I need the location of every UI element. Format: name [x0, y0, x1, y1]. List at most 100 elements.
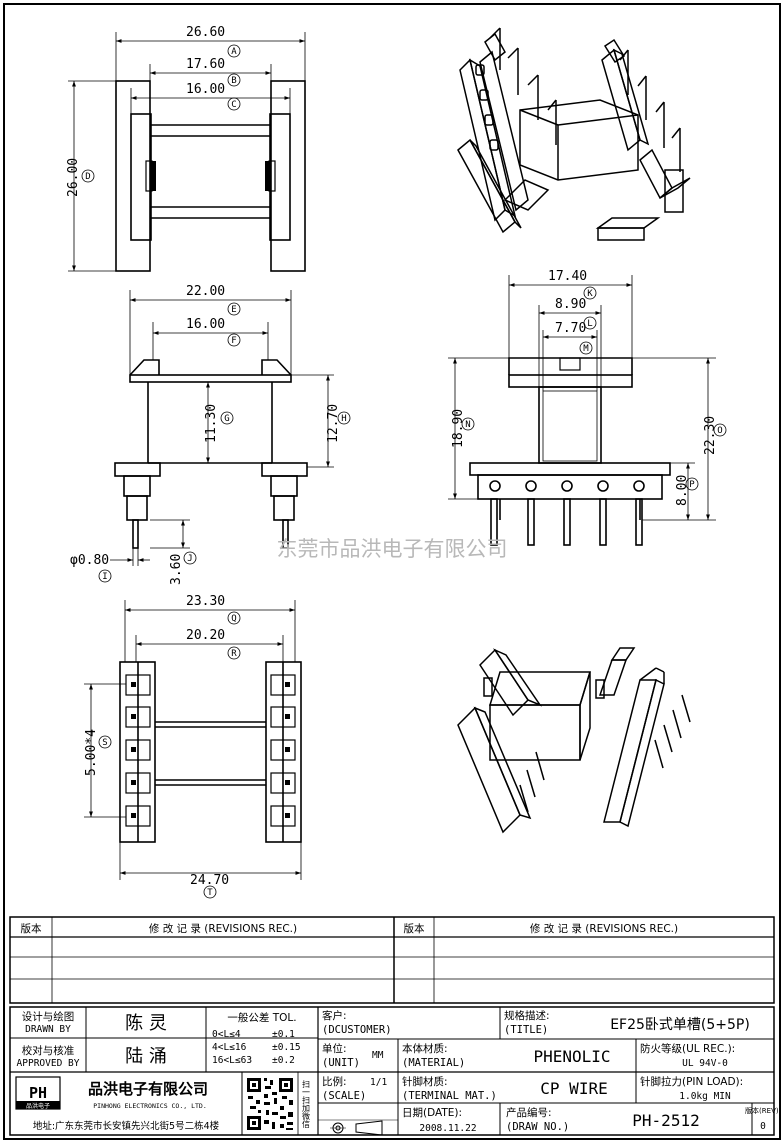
iso-view-top: [457, 27, 691, 241]
approver-label-en: APPROVED BY: [17, 1058, 80, 1069]
letter-r: R: [227, 646, 241, 660]
dim-g: 11.30: [204, 404, 219, 443]
dim-s: 5.00*4: [84, 729, 99, 776]
rev-label: 版本(REV):: [745, 1106, 781, 1115]
letter-t: T: [203, 885, 217, 899]
pinload-label: 针脚拉力(PIN LOAD):: [640, 1075, 743, 1088]
drawno-label-cn: 产品编号:: [506, 1106, 552, 1119]
svg-text:M: M: [583, 344, 589, 354]
top-view-dims: [68, 32, 306, 272]
svg-text:N: N: [465, 420, 470, 430]
unit-label-cn: 单位:: [322, 1042, 347, 1055]
rev-col-version-left: 版本: [21, 922, 42, 935]
dim-k: 17.40: [548, 269, 587, 284]
qr-code: [245, 1076, 295, 1132]
dim-a: 26.60: [186, 25, 225, 40]
spec-value: EF25卧式单槽(5+5P): [610, 1017, 750, 1033]
svg-text:P: P: [689, 480, 695, 490]
scale-value: 1/1: [370, 1077, 387, 1088]
projection-symbol-icon: [330, 1120, 383, 1136]
title-block: 设计与绘图 DRAWN BY 陈 灵 校对与核准 APPROVED BY 陆 涌…: [9, 1006, 781, 1136]
letter-k: K: [583, 286, 597, 300]
dimension-labels: 26.60 17.60 16.00 26.00 22.00 16.00 11.3…: [66, 25, 718, 888]
dim-c: 16.00: [186, 82, 225, 97]
material-label-en: (MATERIAL): [402, 1057, 465, 1069]
terminal-label-cn: 针脚材质:: [402, 1075, 448, 1088]
unit-label-en: (UNIT): [322, 1057, 360, 1069]
company-name-en: PINHONG ELECTRONICS CO., LTD.: [93, 1102, 207, 1110]
terminal-value: CP WIRE: [540, 1079, 607, 1098]
material-value: PHENOLIC: [533, 1047, 610, 1066]
letter-m: M: [579, 341, 593, 355]
svg-text:C: C: [231, 100, 236, 110]
letter-d: D: [81, 169, 95, 183]
letter-l: L: [583, 316, 597, 330]
company-address: 地址:广东东莞市长安镇先兴北街5号二栋4楼: [33, 1120, 220, 1132]
letter-b: B: [227, 73, 241, 87]
dim-t: 24.70: [190, 873, 229, 888]
svg-text:B: B: [231, 76, 236, 86]
rev-col-record-left: 修 改 记 录 (REVISIONS REC.): [149, 922, 297, 935]
date-label: 日期(DATE):: [402, 1107, 462, 1119]
dim-f: 16.00: [186, 317, 225, 332]
bottom-view: [119, 661, 302, 843]
dim-d: 26.00: [66, 158, 81, 197]
tol-value-2: ±0.15: [272, 1042, 301, 1053]
svg-text:S: S: [102, 738, 107, 748]
designer-label-en: DRAWN BY: [25, 1024, 71, 1035]
svg-text:K: K: [587, 289, 593, 299]
svg-text:J: J: [187, 554, 192, 564]
letter-a: A: [227, 44, 241, 58]
svg-text:G: G: [224, 414, 229, 424]
spec-label-cn: 规格描述:: [504, 1009, 550, 1022]
letter-j: J: [183, 551, 197, 565]
tol-value-1: ±0.1: [272, 1029, 295, 1040]
dim-q: 23.30: [186, 594, 225, 609]
approver-label-cn: 校对与核准: [22, 1044, 75, 1057]
ul-value: UL 94V-0: [682, 1058, 728, 1069]
dim-e: 22.00: [186, 284, 225, 299]
revisions-table: 版本 修 改 记 录 (REVISIONS REC.) 版本 修 改 记 录 (…: [9, 916, 775, 1004]
drawno-label-en: (DRAW NO.): [506, 1121, 569, 1133]
rev-value: 0: [760, 1121, 766, 1132]
spec-label-en: (TITLE): [504, 1024, 548, 1036]
scale-label-en: (SCALE): [322, 1090, 366, 1102]
tol-range-2: 4<L≤16: [212, 1042, 247, 1053]
dim-l: 8.90: [555, 297, 586, 312]
material-label-cn: 本体材质:: [402, 1042, 448, 1055]
svg-text:H: H: [341, 414, 346, 424]
svg-text:F: F: [231, 336, 236, 346]
svg-text:T: T: [207, 888, 213, 898]
svg-text:L: L: [587, 319, 592, 329]
scale-label-cn: 比例:: [322, 1075, 347, 1088]
letter-g: G: [220, 411, 234, 425]
letter-o: O: [713, 423, 727, 437]
tol-range-1: 0<L≤4: [212, 1029, 241, 1040]
side-view-dims: [448, 275, 716, 521]
tol-value-3: ±0.2: [272, 1055, 295, 1066]
letter-e: E: [227, 302, 241, 316]
top-view: [115, 80, 306, 272]
svg-text:Q: Q: [231, 614, 236, 624]
customer-label-cn: 客户:: [322, 1009, 347, 1022]
drawno-value: PH-2512: [632, 1111, 699, 1130]
unit-value: MM: [372, 1050, 384, 1061]
dim-n: 18.90: [451, 409, 466, 448]
letter-n: N: [461, 417, 475, 431]
pinload-value: 1.0kg MIN: [679, 1091, 731, 1102]
approver-name: 陆 涌: [125, 1046, 167, 1067]
svg-text:I: I: [102, 572, 107, 582]
qr-caption: 扫一扫加微信: [302, 1079, 311, 1129]
company-logo: PH 品洪电子: [15, 1076, 61, 1110]
front-view: [114, 359, 308, 549]
svg-text:PH: PH: [29, 1084, 47, 1102]
designer-name: 陈 灵: [125, 1013, 167, 1034]
ul-label: 防火等级(UL REC.):: [640, 1042, 735, 1055]
reference-letters: A B C D E F G H I J K L M N O P Q R S T: [81, 44, 727, 899]
designer-label-cn: 设计与绘图: [22, 1010, 75, 1023]
rev-col-record-right: 修 改 记 录 (REVISIONS REC.): [530, 922, 678, 935]
date-value: 2008.11.22: [419, 1123, 476, 1134]
svg-text:E: E: [231, 305, 236, 315]
tol-range-3: 16<L≤63: [212, 1055, 252, 1066]
svg-text:A: A: [231, 47, 237, 57]
